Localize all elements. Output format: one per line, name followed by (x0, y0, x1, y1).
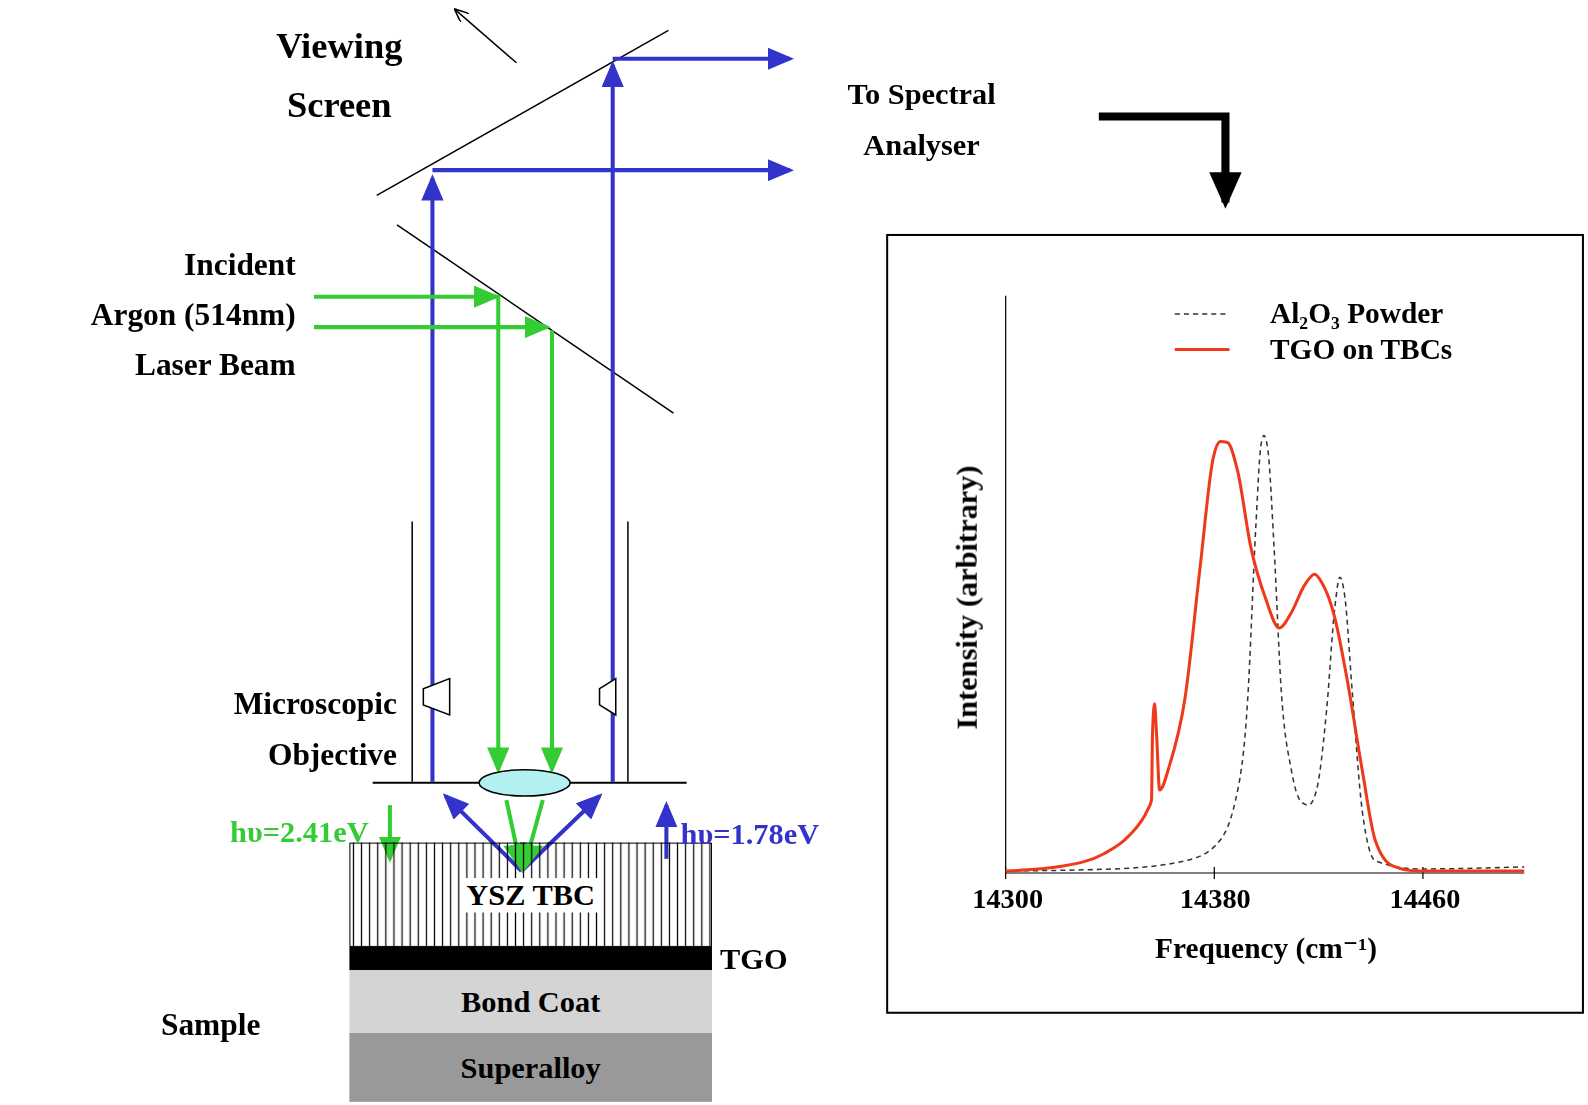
x-axis (1006, 872, 1525, 873)
columnar-texture (349, 843, 712, 947)
tick-group (1006, 867, 1423, 879)
objective-tube (411, 522, 413, 782)
beam-splitter (397, 225, 673, 413)
objective-tube (627, 522, 629, 782)
component-label: To Spectral Analyser (847, 69, 995, 169)
tick-label: 14460 (1389, 883, 1460, 916)
chart-frame (887, 235, 1583, 1013)
luminescence-beam (613, 57, 790, 61)
powder-curve (1006, 435, 1525, 870)
layer-box: Bond Coat (349, 970, 712, 1033)
legend-line (1175, 313, 1230, 315)
tick-label: 14300 (972, 883, 1043, 916)
component-label: Incident Argon (514nm) Laser Beam (91, 241, 296, 390)
legend-sample (1173, 339, 1234, 359)
component-label: Sample (161, 1007, 260, 1043)
component-label: Microscopic Objective (234, 679, 397, 779)
axis-title: Frequency (cm⁻¹) (1155, 932, 1377, 966)
layer-name: Superalloy (461, 1050, 601, 1084)
layer-box: YSZ TBC (349, 843, 712, 947)
curve-group (1006, 435, 1525, 870)
leader-arrow (456, 10, 517, 63)
tgo-curve (1006, 442, 1525, 871)
objective-mount (423, 679, 449, 715)
legend-entry: TGO on TBCs (1173, 332, 1453, 365)
legend-entry: Al₂O₃ Powder (1173, 297, 1444, 330)
layer-name: YSZ TBC (462, 878, 599, 912)
y-axis (1005, 296, 1006, 873)
layer-box: Superalloy (349, 1033, 712, 1102)
component-label: Viewing Screen (276, 16, 402, 136)
objective-lens (479, 770, 570, 796)
axis-tick (1005, 867, 1006, 879)
laser-beam (550, 330, 554, 770)
legend-label: TGO on TBCs (1270, 332, 1452, 365)
legend-label: Al₂O₃ Powder (1270, 297, 1443, 330)
laser-beam (314, 325, 547, 329)
laser-beam (314, 295, 496, 299)
axis-title: Intensity (arbitrary) (950, 465, 985, 729)
photon-energy: hυ=2.41eV (230, 814, 369, 849)
legend-line (1175, 347, 1230, 350)
legend-sample (1173, 303, 1234, 323)
axis-tick (1214, 867, 1215, 879)
objective-mount (600, 679, 616, 715)
layer-band: TGO (349, 947, 712, 970)
layer-label: TGO (720, 941, 788, 975)
flow-arrow (1099, 116, 1226, 202)
luminescence-beam (611, 65, 615, 782)
photon-energy: hυ=1.78eV (681, 816, 820, 851)
layer-name: Bond Coat (461, 984, 600, 1018)
laser-beam (496, 295, 500, 770)
tick-label: 14380 (1180, 883, 1251, 916)
